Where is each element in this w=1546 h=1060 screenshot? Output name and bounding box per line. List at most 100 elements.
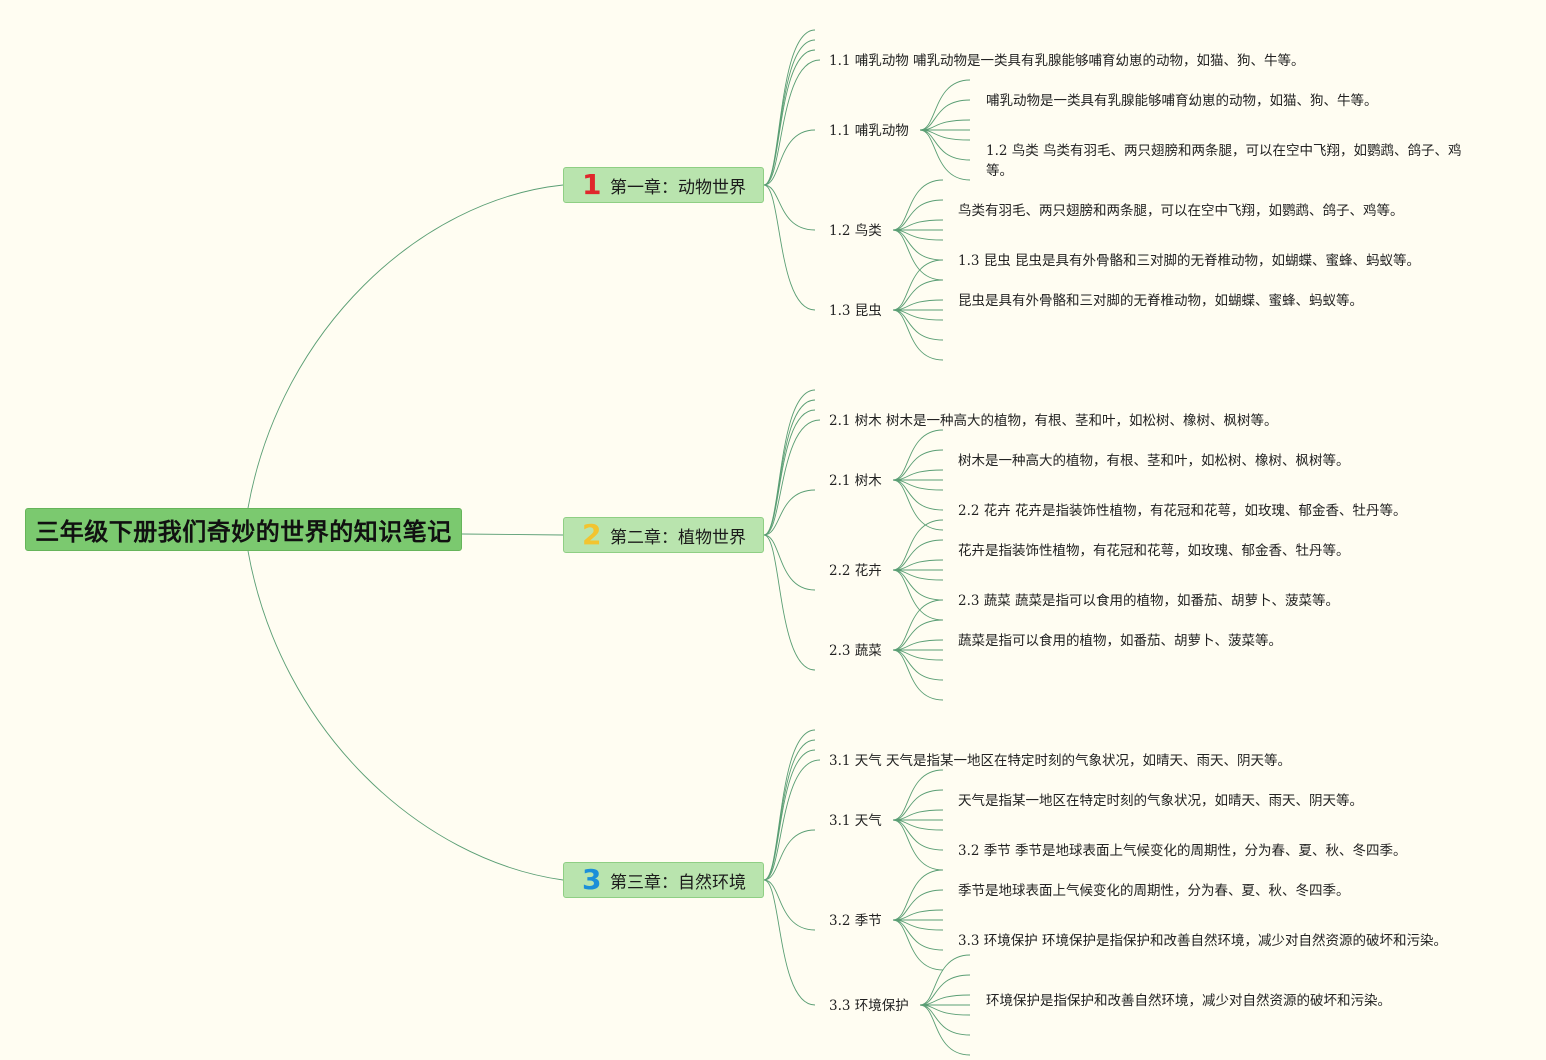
detail-3-3-a[interactable]: 环境保护是指保护和改善自然环境，减少对自然资源的破坏和污染。 <box>986 993 1391 1009</box>
connector-ch2-5 <box>763 534 816 591</box>
detail-2-1-a[interactable]: 树木是一种高大的植物，有根、茎和叶，如松树、橡树、枫树等。 <box>958 453 1350 469</box>
topic-1-3[interactable]: 1.3 昆虫 <box>829 303 882 319</box>
topic-1-1[interactable]: 1.1 哺乳动物 <box>829 123 909 139</box>
chapter-number-2: 2 <box>582 518 602 551</box>
connector-ch2-sub1-0 <box>892 519 944 571</box>
connector-ch3-sub2-2 <box>919 994 971 1006</box>
detail-2-3-a[interactable]: 蔬菜是指可以食用的植物，如番茄、胡萝卜、菠菜等。 <box>958 633 1282 649</box>
connector-ch2-sub2-5 <box>892 649 944 681</box>
connector-ch3-sub0-6 <box>892 819 944 871</box>
connector-ch3-sub1-6 <box>892 919 944 971</box>
connector-ch3-1 <box>763 739 816 881</box>
connector-ch3-2 <box>763 749 816 881</box>
connector-ch2-sub1-4 <box>892 569 944 581</box>
connector-ch3-6 <box>763 879 816 1006</box>
connector-ch1-sub1-1 <box>892 199 944 231</box>
connector-ch3-sub1-2 <box>892 909 944 921</box>
connector-ch2-sub2-6 <box>892 649 944 701</box>
detail-1-1-b[interactable]: 1.2 鸟类 鸟类有羽毛、两只翅膀和两条腿，可以在空中飞翔，如鹦鹉、鸽子、鸡等。 <box>986 143 1462 179</box>
connector-ch2-sub0-1 <box>892 449 944 481</box>
connector-ch1-sub1-2 <box>892 219 944 231</box>
connector-root-ch1 <box>247 184 564 509</box>
topic-3-3[interactable]: 3.3 环境保护 <box>829 998 909 1014</box>
connector-ch3-4 <box>763 829 816 881</box>
connector-ch1-4 <box>763 129 816 186</box>
connector-ch1-3 <box>763 59 821 186</box>
connector-ch1-sub2-1 <box>892 279 944 311</box>
connector-ch2-sub2-2 <box>892 639 944 651</box>
connector-ch3-sub1-4 <box>892 919 944 931</box>
topic-3-1[interactable]: 3.1 天气 <box>829 813 882 829</box>
detail-1-2-a[interactable]: 鸟类有羽毛、两只翅膀和两条腿，可以在空中飞翔，如鹦鹉、鸽子、鸡等。 <box>958 203 1404 219</box>
connector-ch2-sub0-5 <box>892 479 944 511</box>
connector-ch1-sub0-1 <box>919 99 971 131</box>
topic-3-2[interactable]: 3.2 季节 <box>829 913 882 929</box>
connector-ch3-sub0-5 <box>892 819 944 851</box>
chapter-label: 第三章：自然环境 <box>610 872 746 893</box>
connector-ch2-6 <box>763 534 816 671</box>
connector-ch1-sub2-0 <box>892 259 944 311</box>
connector-ch3-sub0-4 <box>892 819 944 831</box>
topic-2-2[interactable]: 2.2 花卉 <box>829 563 882 579</box>
chapter-number-3: 3 <box>582 863 602 896</box>
connector-root-ch2 <box>461 533 564 536</box>
topic-2-1[interactable]: 2.1 树木 <box>829 473 882 489</box>
chapter-1-topic[interactable]: 1 第一章：动物世界 <box>563 167 764 203</box>
connector-ch2-sub1-2 <box>892 559 944 571</box>
chapter-3-topic[interactable]: 3 第三章：自然环境 <box>563 862 764 898</box>
chapter-1-summary[interactable]: 1.1 哺乳动物 哺乳动物是一类具有乳腺能够哺育幼崽的动物，如猫、狗、牛等。 <box>829 53 1305 69</box>
connector-ch1-1 <box>763 39 816 186</box>
connector-ch1-sub0-0 <box>919 79 971 131</box>
connector-ch2-sub0-0 <box>892 429 944 481</box>
connector-ch1-6 <box>763 184 816 311</box>
detail-2-2-b[interactable]: 2.3 蔬菜 蔬菜是指可以食用的植物，如番茄、胡萝卜、菠菜等。 <box>958 593 1340 609</box>
connector-ch2-sub2-4 <box>892 649 944 661</box>
connector-ch2-2 <box>763 409 816 536</box>
connector-ch1-sub2-5 <box>892 309 944 341</box>
connector-ch3-sub1-0 <box>892 869 944 921</box>
detail-3-1-b[interactable]: 3.2 季节 季节是地球表面上气候变化的周期性，分为春、夏、秋、冬四季。 <box>958 843 1407 859</box>
detail-3-2-a[interactable]: 季节是地球表面上气候变化的周期性，分为春、夏、秋、冬四季。 <box>958 883 1350 899</box>
connector-ch3-sub2-4 <box>919 1004 971 1016</box>
connector-ch2-1 <box>763 399 816 536</box>
connector-ch2-sub2-0 <box>892 599 944 651</box>
detail-1-3-a[interactable]: 昆虫是具有外骨骼和三对脚的无脊椎动物，如蝴蝶、蜜蜂、蚂蚁等。 <box>958 293 1363 309</box>
detail-3-1-a[interactable]: 天气是指某一地区在特定时刻的气象状况，如晴天、雨天、阴天等。 <box>958 793 1363 809</box>
connector-ch1-5 <box>763 184 816 231</box>
detail-2-1-b[interactable]: 2.2 花卉 花卉是指装饰性植物，有花冠和花萼，如玫瑰、郁金香、牡丹等。 <box>958 503 1407 519</box>
connector-ch3-5 <box>763 879 816 931</box>
detail-2-2-a[interactable]: 花卉是指装饰性植物，有花冠和花萼，如玫瑰、郁金香、牡丹等。 <box>958 543 1350 559</box>
chapter-label: 第二章：植物世界 <box>610 527 746 548</box>
connector-ch1-sub2-2 <box>892 299 944 311</box>
chapter-2-summary[interactable]: 2.1 树木 树木是一种高大的植物，有根、茎和叶，如松树、橡树、枫树等。 <box>829 413 1278 429</box>
connector-root-ch3 <box>247 550 564 881</box>
connector-ch1-sub0-5 <box>919 129 971 161</box>
connector-ch1-sub1-0 <box>892 179 944 231</box>
detail-3-2-b[interactable]: 3.3 环境保护 环境保护是指保护和改善自然环境，减少对自然资源的破坏和污染。 <box>958 933 1448 949</box>
chapter-number-1: 1 <box>582 168 602 201</box>
connector-ch1-sub1-4 <box>892 229 944 241</box>
chapter-2-topic[interactable]: 2 第二章：植物世界 <box>563 517 764 553</box>
connector-ch1-2 <box>763 49 816 186</box>
topic-1-2[interactable]: 1.2 鸟类 <box>829 223 882 239</box>
detail-1-2-b[interactable]: 1.3 昆虫 昆虫是具有外骨骼和三对脚的无脊椎动物，如蝴蝶、蜜蜂、蚂蚁等。 <box>958 253 1421 269</box>
connector-ch3-sub1-1 <box>892 889 944 921</box>
connector-ch3-sub0-1 <box>892 789 944 821</box>
connector-ch3-sub0-0 <box>892 769 944 821</box>
topic-2-3[interactable]: 2.3 蔬菜 <box>829 643 882 659</box>
connector-ch3-sub2-6 <box>919 1004 971 1056</box>
connector-ch3-sub2-1 <box>919 974 971 1006</box>
connector-ch3-sub2-0 <box>919 954 971 1006</box>
chapter-3-summary[interactable]: 3.1 天气 天气是指某一地区在特定时刻的气象状况，如晴天、雨天、阴天等。 <box>829 753 1292 769</box>
connector-ch1-sub1-5 <box>892 229 944 261</box>
root-topic[interactable]: 三年级下册我们奇妙的世界的知识笔记 <box>25 508 462 551</box>
connector-ch2-4 <box>763 489 816 536</box>
connector-ch3-3 <box>763 759 821 881</box>
connector-ch2-sub1-1 <box>892 539 944 571</box>
connector-ch2-sub1-5 <box>892 569 944 601</box>
detail-1-1-a[interactable]: 哺乳动物是一类具有乳腺能够哺育幼崽的动物，如猫、狗、牛等。 <box>986 93 1378 109</box>
connector-ch2-3 <box>763 419 821 536</box>
connector-ch1-sub2-6 <box>892 309 944 361</box>
connector-ch1-sub0-4 <box>919 129 971 141</box>
